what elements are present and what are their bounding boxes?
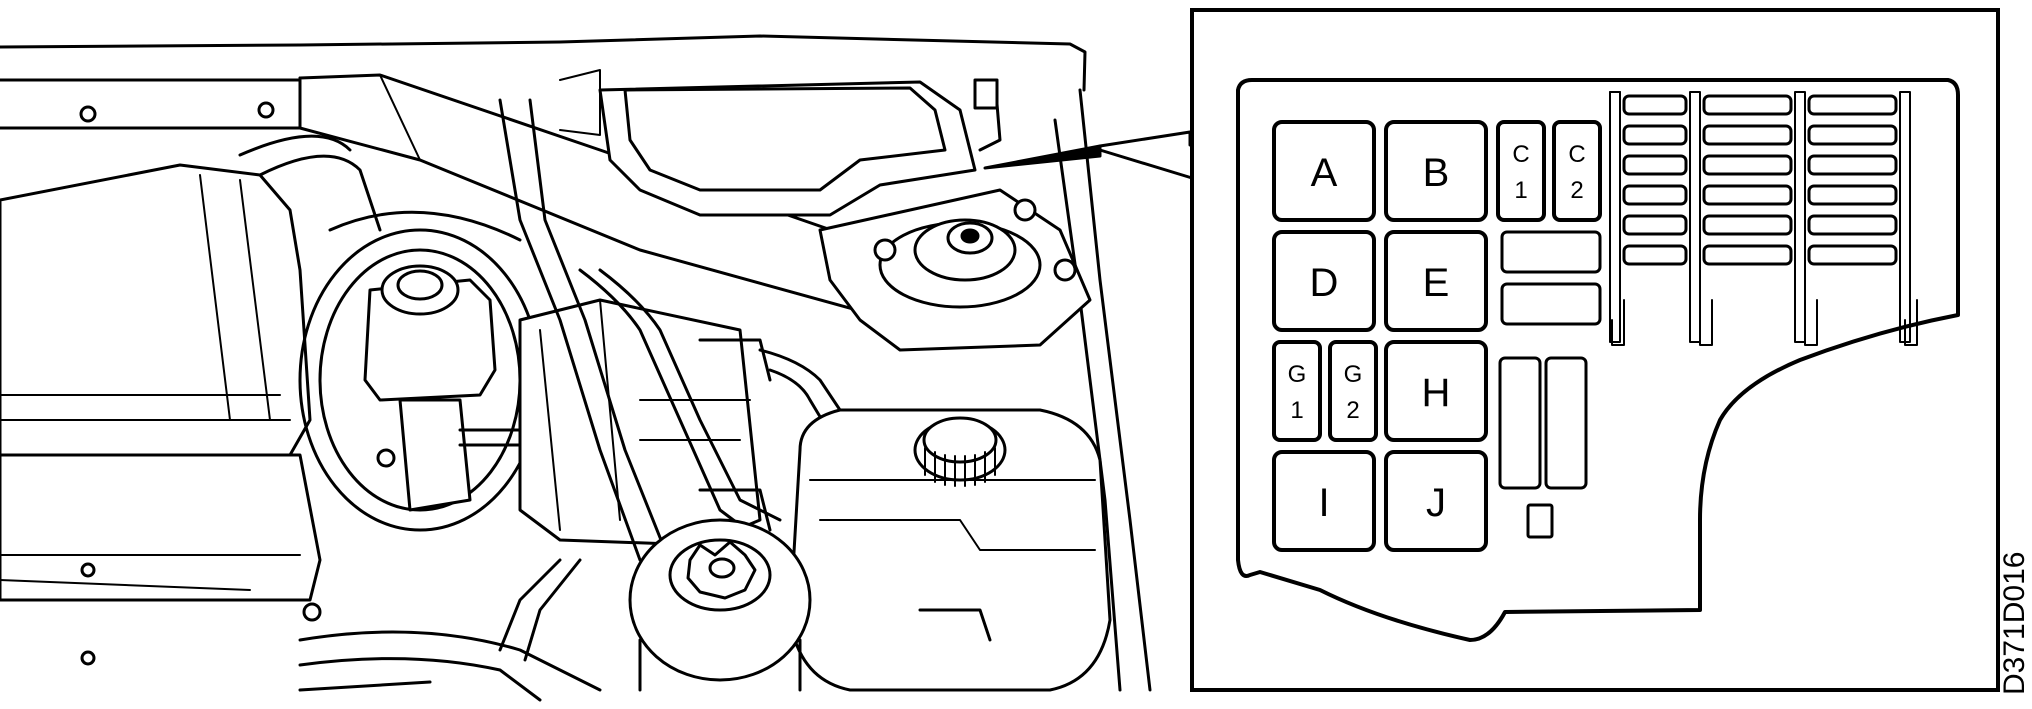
fuse-c1: C1 <box>1496 120 1546 222</box>
fuse-h-label: H <box>1422 371 1451 415</box>
fuse-b: B <box>1384 120 1488 222</box>
fuse-i-label: I <box>1318 481 1329 525</box>
fuse-a: A <box>1272 120 1376 222</box>
relay-slot <box>1807 214 1898 236</box>
relay-slot <box>1702 184 1793 206</box>
fuse-j: J <box>1384 450 1488 552</box>
relay-slot <box>1622 124 1688 146</box>
relay-slot <box>1807 244 1898 266</box>
fuse-h: H <box>1384 340 1488 442</box>
relay-slot <box>1702 244 1793 266</box>
relay-slot <box>1622 244 1688 266</box>
fuse-d-label: D <box>1310 261 1339 305</box>
figure-code: D371D016 <box>1998 552 2031 695</box>
fuse-g1: G1 <box>1272 340 1322 442</box>
relay-slot <box>1807 94 1898 116</box>
fuse-j-label: J <box>1426 481 1446 525</box>
relay-slot <box>1807 154 1898 176</box>
fuse-c1-letter: C <box>1512 141 1529 168</box>
fuse-g2: G2 <box>1328 340 1378 442</box>
fuse-i: I <box>1272 450 1376 552</box>
relay-slot <box>1702 124 1793 146</box>
fuse-g2-number: 2 <box>1346 397 1359 424</box>
engine-bay-drawing <box>0 34 1152 702</box>
fuse-g1-number: 1 <box>1290 397 1303 424</box>
pointer-arrow <box>983 130 1194 180</box>
fuse-b-label: B <box>1423 151 1450 195</box>
fuse-c2: C2 <box>1552 120 1602 222</box>
fuse-g2-letter: G <box>1344 361 1363 388</box>
relay-slot <box>1622 154 1688 176</box>
fuse-box-housing <box>1236 78 1960 642</box>
fuse-g1-letter: G <box>1288 361 1307 388</box>
relay-slot <box>1807 124 1898 146</box>
fuse-c2-letter: C <box>1568 141 1585 168</box>
fuse-e-label: E <box>1423 261 1450 305</box>
relay-slot <box>1622 184 1688 206</box>
fuse-c2-number: 2 <box>1570 177 1583 204</box>
blank-slots <box>1498 230 1602 539</box>
relay-slot <box>1807 184 1898 206</box>
large-fuse-group: A B D E H I J <box>1272 120 1488 552</box>
relay-slot <box>1622 214 1688 236</box>
fuse-e: E <box>1384 230 1488 332</box>
relay-slot <box>1702 94 1793 116</box>
relay-slot <box>1702 214 1793 236</box>
fuse-a-label: A <box>1311 151 1338 195</box>
fuse-c1-number: 1 <box>1514 177 1527 204</box>
relay-bank <box>1609 91 1918 346</box>
relay-slot <box>1622 94 1688 116</box>
fuse-d: D <box>1272 230 1376 332</box>
relay-slot <box>1702 154 1793 176</box>
